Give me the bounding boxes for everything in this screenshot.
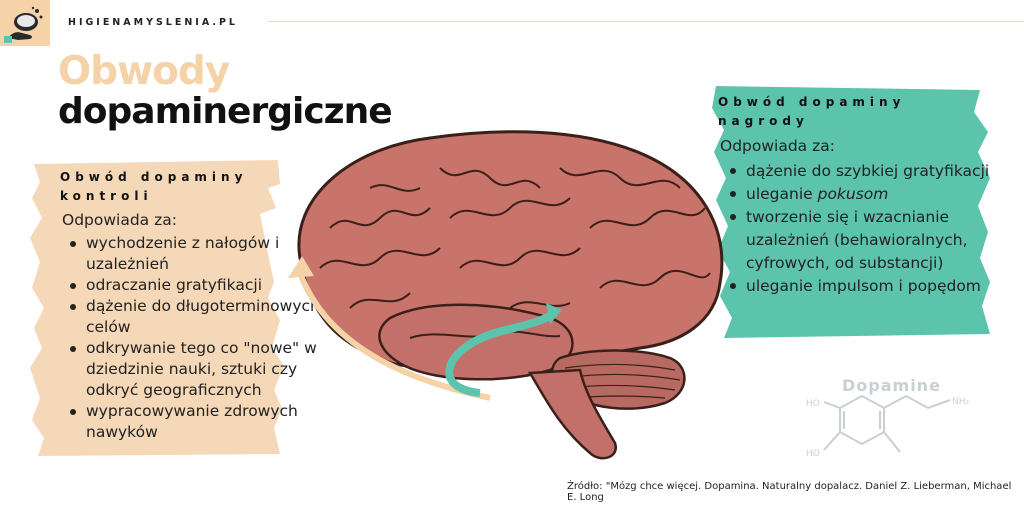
right-panel-title: Obwód dopaminy nagrody xyxy=(718,95,906,128)
list-item: tworzenie się i wzacnianie uzależnień (b… xyxy=(730,206,1006,275)
brain-illustration xyxy=(288,130,724,460)
list-item-italic: pokusom xyxy=(817,185,889,203)
source-citation: Źródło: "Mózg chce więcej. Dopamina. Nat… xyxy=(567,481,1012,503)
molecule-nh2: NH₂ xyxy=(952,397,970,407)
left-panel-background xyxy=(30,160,284,456)
list-item-text: uleganie xyxy=(746,185,813,203)
list-item: wychodzenie z nałogów i uzależnień xyxy=(70,233,336,275)
list-item: wypracowywanie zdrowych nawyków xyxy=(70,401,336,443)
dopamine-molecule-diagram: HO HO NH₂ xyxy=(806,394,970,459)
list-item: odkrywanie tego co "nowe" w dziedzinie n… xyxy=(70,338,336,401)
molecule-ho-1: HO xyxy=(806,399,820,409)
left-panel-list: wychodzenie z nałogów i uzależnień odrac… xyxy=(56,233,336,443)
left-panel-title: Obwód dopaminy kontroli xyxy=(60,170,248,203)
list-item: uleganie pokusom xyxy=(730,183,1006,206)
hand-brain-logo-icon xyxy=(4,6,43,43)
list-item: dążenie do długoterminowych celów xyxy=(70,296,336,338)
site-logo[interactable] xyxy=(0,0,50,46)
right-panel-background xyxy=(712,86,990,338)
header-divider xyxy=(268,21,1024,22)
list-item: odraczanie gratyfikacji xyxy=(70,275,336,296)
title-line-2: dopaminergiczne xyxy=(58,91,393,132)
molecule-label: Dopamine xyxy=(842,376,941,395)
right-panel-list: dążenie do szybkiej gratyfikacji ulegani… xyxy=(716,160,1006,298)
right-panel-intro: Odpowiada za: xyxy=(720,137,835,155)
title-line-1: Obwody xyxy=(58,49,230,94)
molecule-ho-2: HO xyxy=(806,449,820,459)
list-item: uleganie impulsom i popędom xyxy=(730,275,1006,298)
list-item: dążenie do szybkiej gratyfikacji xyxy=(730,160,1006,183)
site-name[interactable]: HIGIENAMYSLENIA.PL xyxy=(68,17,238,28)
left-panel-intro: Odpowiada za: xyxy=(62,211,177,229)
